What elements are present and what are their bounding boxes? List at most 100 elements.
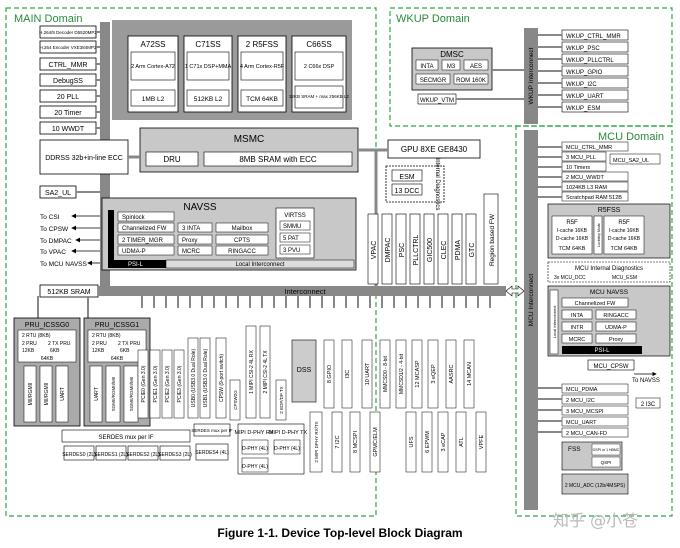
fss-ospi: OSPI or 1 HBMC (593, 448, 620, 452)
mcu-navss-title: MCU NAVSS (590, 289, 629, 296)
i3c-label: I3C (345, 370, 351, 379)
main-interconnect-bar (98, 286, 506, 296)
wkup-esm: WKUP_ESM (566, 106, 600, 112)
mcrc-label: MCRC (182, 249, 201, 255)
pru1-12kb: 12KB (92, 348, 105, 354)
pcie3-label: PCIE3 (Gen 3.0) (177, 365, 183, 402)
mcu-local-interconnect: Local Interconnect (552, 305, 557, 339)
mcu-pdma: MCU_PDMA (566, 387, 598, 393)
c66ss-block: C66SS 2 C66x DSP 32KB SRAM + max 256KB L… (289, 35, 349, 113)
mcu-r5f-1-dcache: D-cache 16KB (608, 236, 641, 242)
pru0-6kb: 6KB (50, 348, 60, 354)
mcu-can: 2 MCU_CAN-FD (566, 431, 607, 437)
pru1-port-0: UART (94, 387, 100, 401)
sa2ul-label: SA2_UL (45, 190, 71, 197)
a72ss-mem: 1MB L2 (142, 96, 165, 103)
wkup-ctrl-mmr: WKUP_CTRL_MMR (566, 34, 621, 40)
debugss-label: DebugSS (53, 78, 83, 85)
csi-tx-label: 2 MIPI CSI-2 4L TX (263, 350, 269, 394)
pru1-title: PRU_ICSSG1 (95, 322, 139, 329)
pdma-label: PDMA (455, 240, 462, 261)
serdes-title: SERDES mux per IF (98, 435, 153, 441)
c71ss-core: 1 C71x DSP+MMA (185, 64, 232, 70)
mcu-i2c: 2 MCU_I2C (566, 398, 595, 404)
mcu-domain-label: MCU Domain (598, 131, 664, 143)
serdes-block: SERDES mux per IF SERDES0 (2L) SERDES1 (… (61, 423, 233, 461)
pru1-6kb: 6KB (120, 348, 130, 354)
mcu-r5f-0-icache: I-cache 16KB (557, 228, 588, 234)
mcan-label: 14 MCAN (467, 362, 473, 386)
usb0-label: USB0 (USB3.0 Dual Role) (191, 348, 197, 407)
mmcsd0-label: MMCSD0 - 8-bit (383, 355, 389, 391)
mcu-r5fss-title: R5FSS (598, 207, 621, 214)
to-mcu-navss-label: To MCU NAVSS (40, 261, 87, 268)
timer-label: 20 Timer (54, 110, 82, 117)
c66ss-title: C66SS (306, 40, 331, 49)
gpu-label: GPU 8XE GE8430 (401, 145, 468, 154)
gpmc-label: GPMC/ELM (373, 427, 379, 457)
pru0-title: PRU_ICSSG0 (25, 322, 69, 329)
mcu-r5f-1: R5F (618, 220, 630, 226)
pll-label: 20 PLL (57, 94, 79, 101)
pru0-port-1: MII/RGMII (44, 383, 50, 406)
msmc-title: MSMC (234, 134, 265, 145)
mcu-proxy: Proxy (609, 337, 623, 343)
mcu-mcrc: MCRC (569, 337, 586, 343)
pru0-64kb: 64KB (41, 356, 54, 362)
mcu-r5f-0: R5F (566, 220, 578, 226)
main-right-vertical-blocks: VPAC DMPAC PSC PLLCTRL GIC500 CLEC PDMA … (367, 193, 499, 285)
pru0-txpru: 2 TX PRU (48, 341, 71, 347)
mcu-intr: INTR (571, 325, 584, 331)
h265-decoder-label: H.264/5 Decoder D5520MP2 (39, 30, 97, 35)
h264-encoder-label: H.264 Encoder VXE384MP2 (39, 45, 97, 50)
mcu-r5f-0-tcm: TCM 64KB (559, 246, 586, 252)
dmpac-label: DMPAC (385, 238, 392, 263)
c71ss-mem: 512KB L2 (194, 96, 223, 103)
navss-local-interconnect: Local Interconnect (235, 262, 284, 268)
mcu-dcc: 3x MCU_DCC (554, 275, 586, 281)
serdes1-label: SERDES1 (2L) (94, 452, 128, 458)
pru0-rtu: 2 RTU (8KB) (22, 333, 51, 339)
wkup-interconnect-label: WKUP Interconnect (528, 47, 535, 104)
mcu-psil: PSI-L (594, 348, 610, 354)
csi-rx-label: 1 MIPI CSI-2 4L RX (249, 349, 255, 393)
mcu-domain-border (515, 125, 673, 517)
dmsc-inta: INTA (420, 64, 433, 70)
pru0-12kb: 12KB (22, 348, 35, 354)
pru1-rtu: 2 RTU (8KB) (92, 333, 121, 339)
mcu-ctrl-mmr: MCU_CTRL_MMR (566, 145, 612, 151)
pcie2-label: PCIE2 (Gen 3.0) (165, 365, 171, 402)
aasrc-label: AASRC (449, 364, 455, 383)
dphy-rx2-label: D-PHY (4L) (242, 464, 268, 470)
spinlock-label: Spinlock (122, 215, 146, 221)
serdes2-label: SERDES2 (2L) (126, 452, 160, 458)
pru0-port-0: MII/RGMII (28, 383, 34, 406)
dcc-label: 13 DCC (395, 188, 420, 195)
dphy-rx-label: D-PHY (4L) (242, 446, 268, 452)
mailbox-label: Mailbox (232, 226, 253, 232)
cpsw2g-label: CPSW2G (233, 390, 238, 410)
clec-label: CLEC (441, 241, 448, 260)
virtss-label: VIRTSS (284, 213, 306, 219)
mcu-adc: 2 MCU_ADC (12b/4MSPS) (565, 483, 626, 489)
mcu-cpsw: MCU_CPSW (593, 364, 628, 370)
wkup-gpio: WKUP_GPIO (566, 70, 603, 76)
eqep-label: 3 eQEP (431, 364, 437, 384)
msmc-sram-label: 8MB SRAM with ECC (239, 155, 317, 164)
dru-label: DRU (163, 155, 181, 164)
mcu-interconnect-bar (524, 130, 538, 510)
psil-label: PSI-L (128, 262, 144, 268)
to-dmpac-label: To DMPAC (40, 238, 72, 245)
watermark-text: 知乎 @小苍 (553, 511, 639, 530)
wkup-domain-label: WKUP Domain (396, 13, 470, 25)
wkup-vtm: WKUP_VTM (420, 98, 454, 104)
mcu-diag-title: MCU Internal Diagnostics (575, 266, 643, 272)
dmsc-secmgr: SECMGR (420, 78, 447, 84)
to-csi-label: To CSI (40, 214, 60, 221)
dmsc-m3: M3 (447, 64, 456, 70)
a72ss-block: A72SS 2 Arm Cortex-A72 1MB L2 (127, 35, 179, 113)
mcu-esm: MCU_ESM (612, 275, 637, 281)
mipi-tx-label: MIPI D-PHY TX (269, 430, 308, 436)
mcu-r5fss-block: R5FSS R5F I-cache 16KB D-cache 16KB TCM … (547, 203, 671, 259)
mcu-r5f-1-tcm: TCM 64KB (611, 246, 638, 252)
